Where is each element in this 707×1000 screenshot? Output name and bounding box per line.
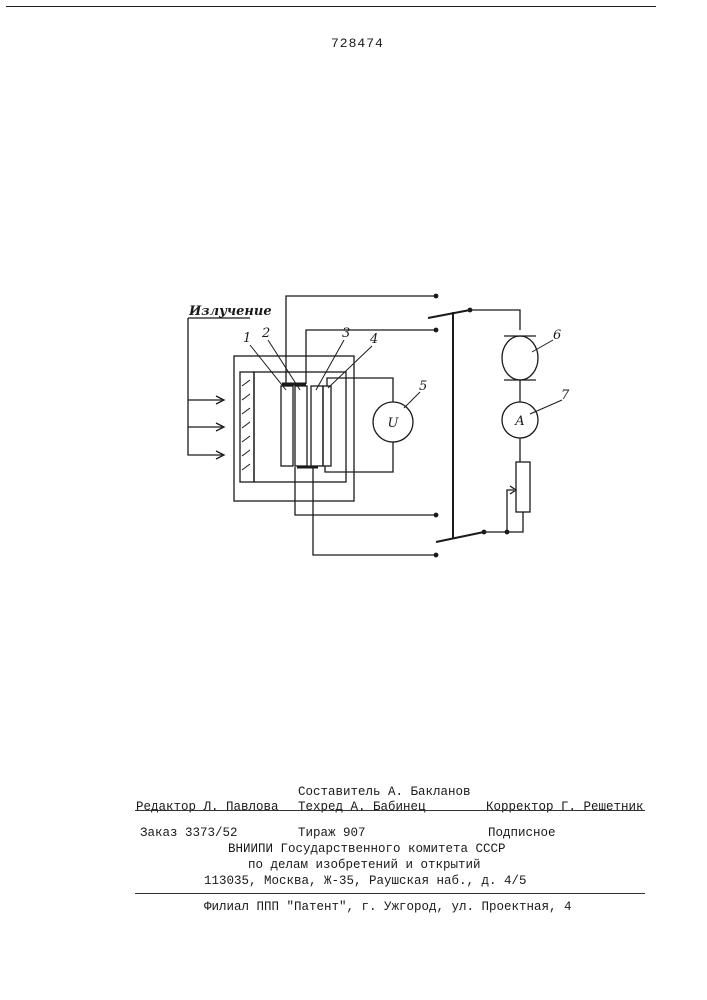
window-hatching: [242, 380, 250, 470]
source-6: [502, 336, 538, 380]
layer-3: [311, 386, 323, 466]
radiation-bracket: [188, 318, 222, 455]
layer-2: [295, 386, 307, 466]
ammeter-symbol: A: [514, 414, 524, 429]
corrector: Корректор Г. Решетник: [486, 800, 644, 814]
institute-line-1: ВНИИПИ Государственного комитета СССР: [228, 842, 506, 856]
layer-1: [281, 386, 293, 466]
institute-address: 113035, Москва, Ж-35, Раушская наб., д. …: [204, 874, 527, 888]
radiation-label: Излучение: [188, 304, 272, 319]
callout-1: 1: [243, 331, 251, 346]
footer-rule: [135, 810, 645, 811]
institute-line-2: по делам изобретений и открытий: [248, 858, 481, 872]
layer-4: [323, 386, 331, 466]
rheostat: [516, 462, 530, 512]
branch-address: Филиал ППП "Патент", г. Ужгород, ул. Про…: [204, 900, 572, 914]
footer-rule: [135, 893, 645, 894]
callout-6: 6: [553, 328, 561, 343]
callout-3: 3: [342, 326, 350, 341]
subscription: Подписное: [488, 826, 556, 840]
order-number: Заказ 3373/52: [140, 826, 238, 840]
callout-7: 7: [561, 388, 570, 403]
compiler: Составитель А. Бакланов: [298, 785, 471, 799]
editor: Редактор Л. Павлова: [136, 800, 279, 814]
callout-2: 2: [261, 326, 270, 341]
callout-4: 4: [369, 332, 378, 347]
entrance-window: [240, 372, 254, 482]
techred: Техред А. Бабинец: [298, 800, 426, 814]
voltmeter-symbol: U: [388, 416, 400, 431]
callout-5: 5: [419, 379, 427, 394]
circulation: Тираж 907: [298, 826, 366, 840]
